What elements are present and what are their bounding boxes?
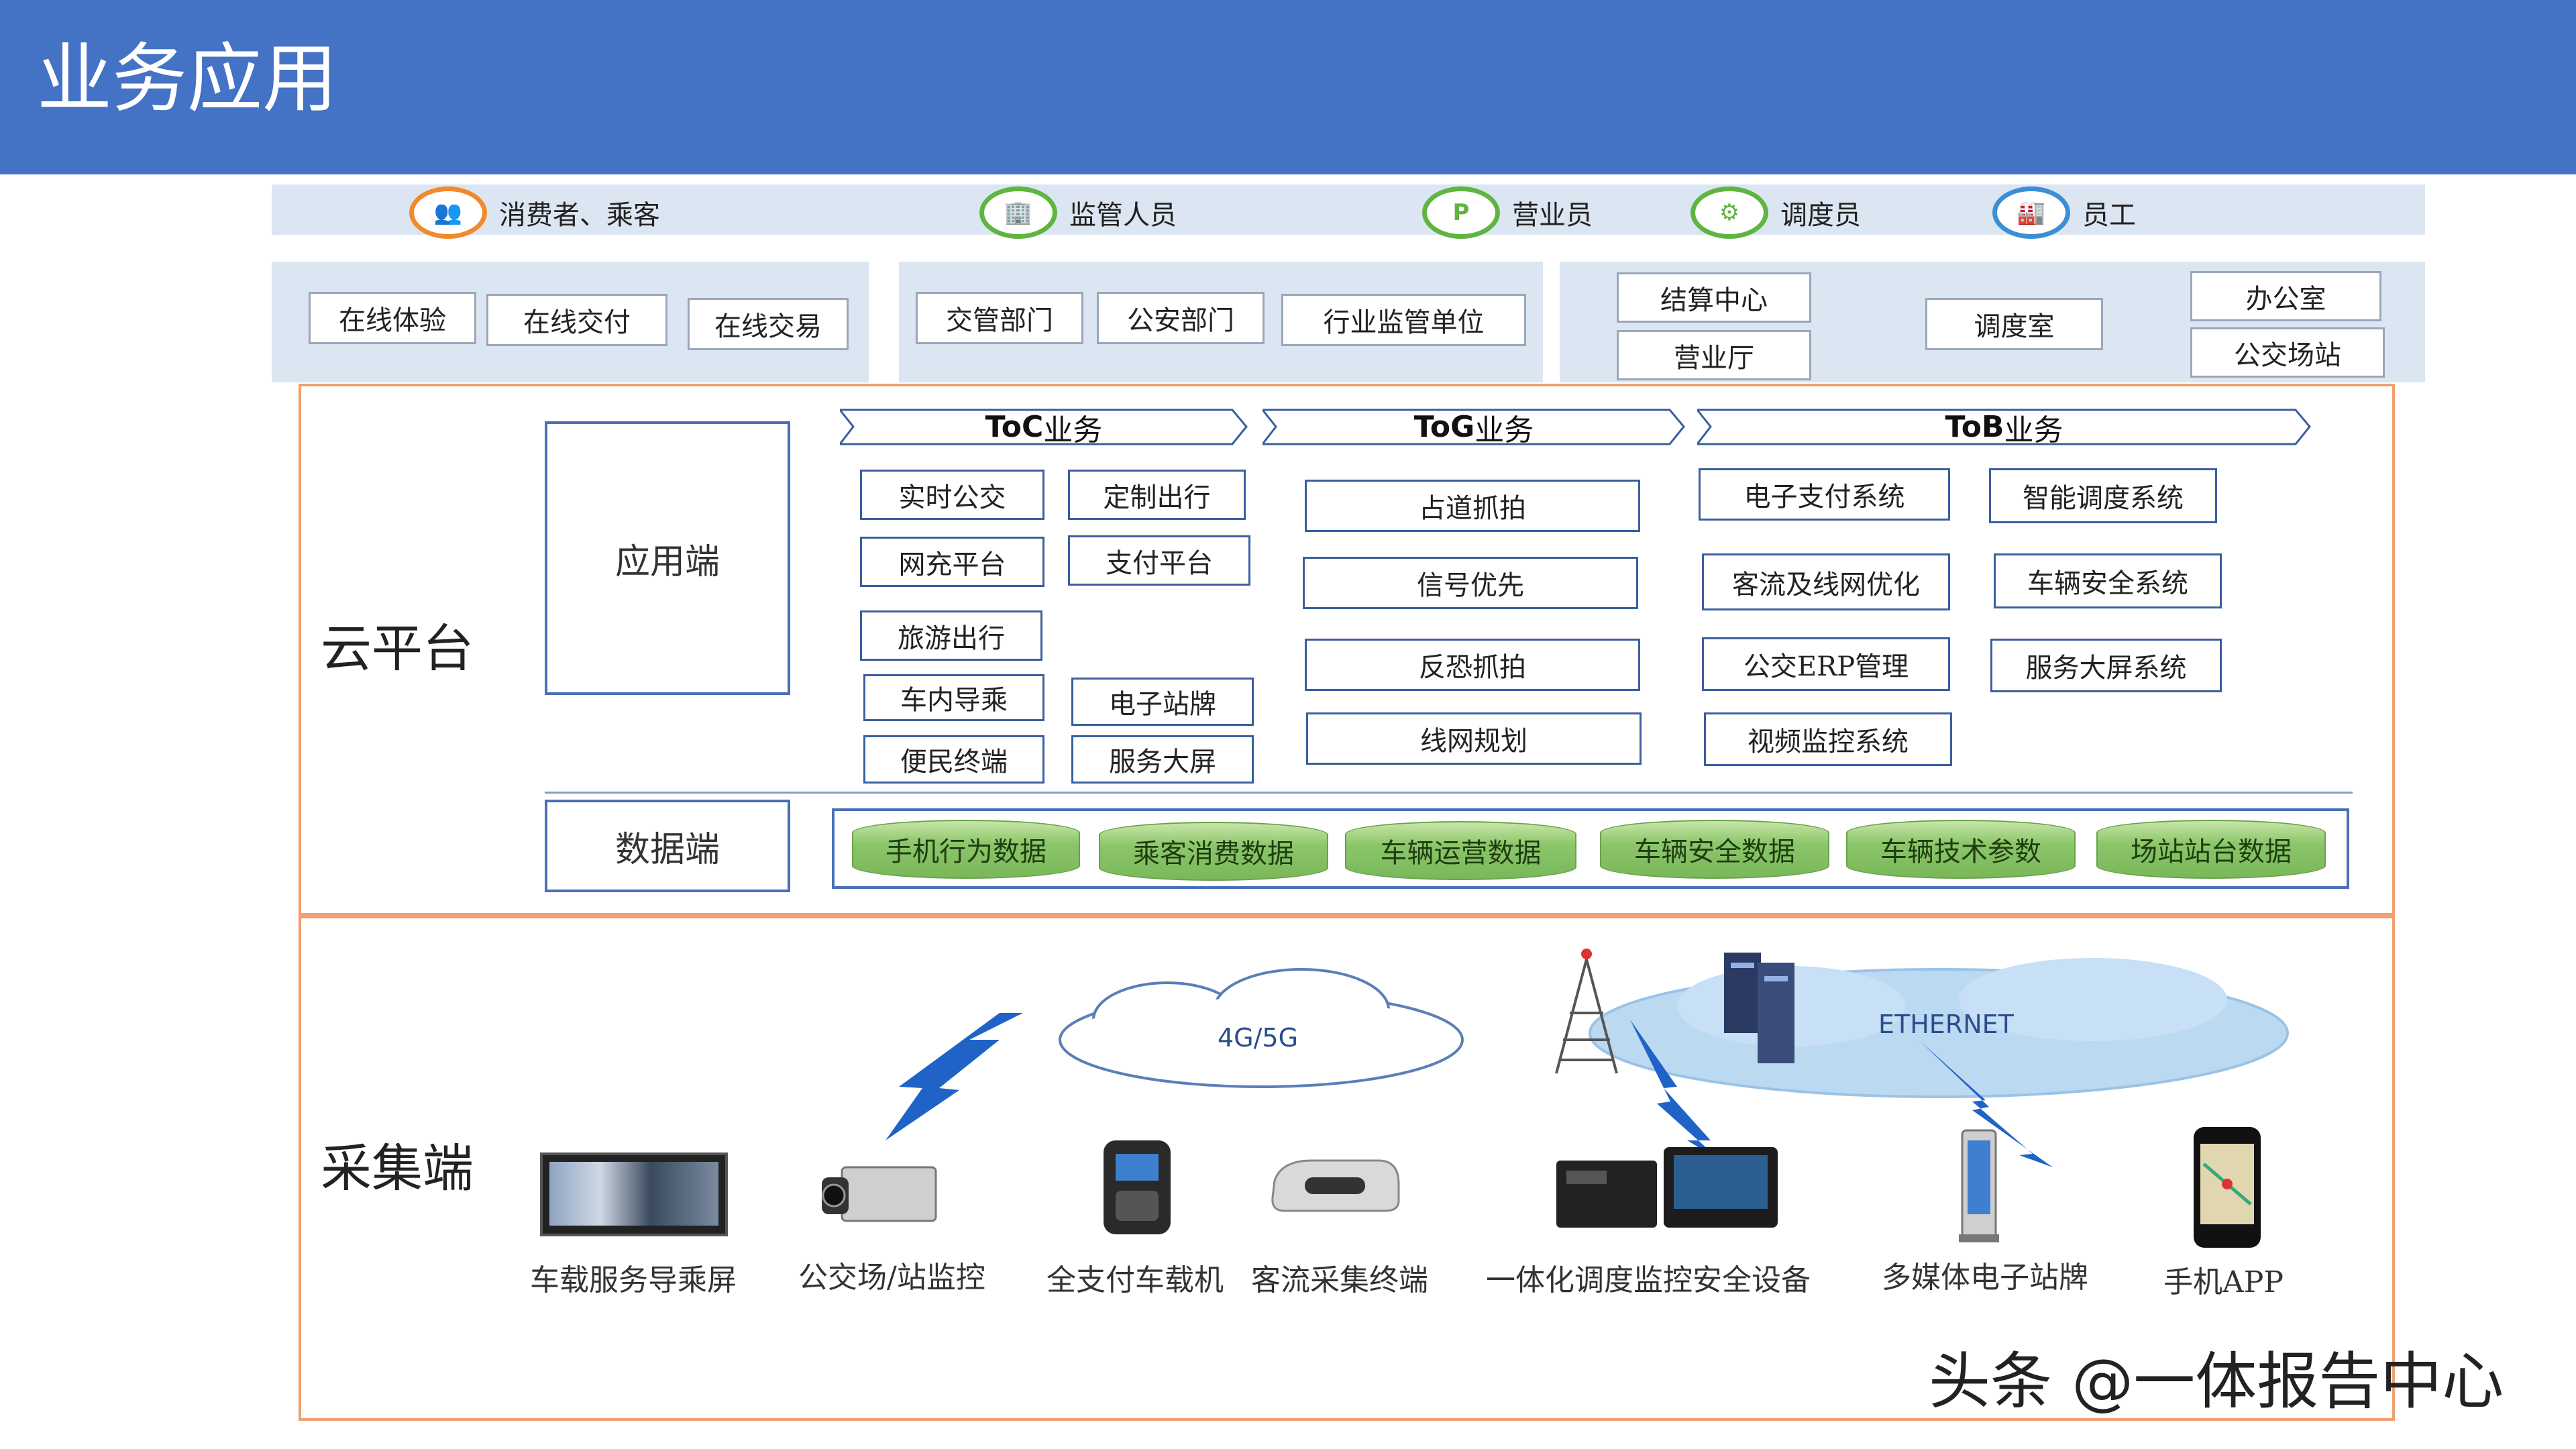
tog-prefix: ToG [1414,410,1475,444]
building-icon: 🏢 [979,186,1057,239]
toc-item: 网充平台 [860,537,1044,587]
tob-item: 视频监控系统 [1704,712,1952,766]
role-dispatcher: ⚙ 调度员 [1690,186,1861,239]
tog-item: 信号优先 [1303,557,1638,609]
data-cylinder: 车辆安全数据 [1600,820,1829,879]
network-ethernet-label: ETHERNET [1878,1010,2014,1039]
factory-icon: 🏭 [1992,186,2070,239]
e-stop-sign-image [1952,1127,2006,1244]
guide-screen-image [540,1152,728,1236]
toc-item: 便民终端 [863,735,1044,784]
audience-item: 营业厅 [1617,330,1811,380]
tob-item: 车辆安全系统 [1994,553,2222,608]
audience-item: 交管部门 [916,292,1083,344]
role-label: 调度员 [1780,193,1861,232]
screen-panel [549,1162,718,1226]
role-consumer: 👥 消费者、乘客 [409,186,660,239]
toc-prefix: ToC [985,410,1044,444]
app-data-divider [545,792,2353,794]
toc-item: 电子站牌 [1071,678,1254,726]
tob-item: 电子支付系统 [1699,468,1950,521]
device-label: 手机APP [2163,1258,2284,1301]
device-label: 客流采集终端 [1251,1256,1428,1299]
people-icon: 👥 [409,186,487,239]
network-4g-label: 4G/5G [1218,1023,1298,1053]
device-label: 公交场/站监控 [798,1253,985,1296]
toc-item: 实时公交 [860,470,1044,520]
role-label: 员工 [2082,193,2136,232]
watermark: 头条 @一体报告中心 [1929,1332,2504,1421]
tob-item: 智能调度系统 [1989,468,2217,523]
audience-item: 在线交易 [688,298,849,350]
tog-suffix: 业务 [1474,406,1534,449]
audience-item: 办公室 [2190,271,2381,321]
device-label: 一体化调度监控安全设备 [1486,1256,1811,1299]
app-end-box: 应用端 [545,421,790,695]
tog-item: 线网规划 [1306,712,1642,765]
dispatcher-icon: ⚙ [1690,186,1768,239]
tob-prefix: ToB [1945,410,2004,444]
title-bar [0,0,2576,174]
role-clerk: P 营业员 [1422,186,1593,239]
tob-item: 公交ERP管理 [1702,637,1950,691]
device-label: 车载服务导乘屏 [530,1256,737,1299]
audience-item: 结算中心 [1617,272,1811,323]
network-diagram [885,939,2361,1167]
toc-item: 支付平台 [1068,535,1250,586]
data-end-box: 数据端 [545,800,790,892]
toc-item: 定制出行 [1068,470,1246,520]
cloud-platform-label: 云平台 [321,607,474,681]
device-label: 多媒体电子站牌 [1882,1253,2088,1296]
role-label: 营业员 [1512,193,1593,232]
passenger-counter-image [1265,1154,1405,1218]
audience-item: 调度室 [1925,298,2103,350]
role-staff: 🏭 员工 [1992,186,2136,239]
data-cylinder: 车辆运营数据 [1345,821,1576,880]
audience-item: 在线体验 [309,292,476,344]
data-cylinder: 车辆技术参数 [1846,820,2076,879]
device-label: 全支付车载机 [1046,1256,1224,1299]
tog-item: 占道抓拍 [1305,480,1640,532]
data-cylinder: 手机行为数据 [852,820,1080,879]
toc-item: 服务大屏 [1071,735,1254,784]
payment-terminal-image [1097,1137,1177,1238]
parking-icon: P [1422,186,1500,239]
tob-item: 服务大屏系统 [1990,639,2222,692]
audience-item: 在线交付 [486,294,667,346]
audience-item: 公交场站 [2190,327,2385,378]
audience-item: 行业监管单位 [1281,294,1526,346]
camera-image [815,1154,943,1231]
tob-item: 客流及线网优化 [1702,553,1950,610]
tog-item: 反恐抓拍 [1305,639,1640,691]
tob-suffix: 业务 [2004,406,2063,449]
data-cylinder: 乘客消费数据 [1099,822,1328,881]
toc-item: 旅游出行 [860,610,1042,661]
role-label: 监管人员 [1069,193,1177,232]
page-title: 业务应用 [37,27,337,132]
data-cylinder: 场站站台数据 [2096,820,2326,879]
toc-item: 车内导乘 [863,674,1044,721]
phone-app-image [2184,1124,2271,1251]
audience-item: 公安部门 [1097,292,1265,344]
dispatch-device-image [1553,1140,1781,1234]
role-label: 消费者、乘客 [499,193,660,232]
toc-suffix: 业务 [1043,406,1102,449]
role-regulator: 🏢 监管人员 [979,186,1177,239]
collection-label: 采集端 [321,1127,474,1201]
